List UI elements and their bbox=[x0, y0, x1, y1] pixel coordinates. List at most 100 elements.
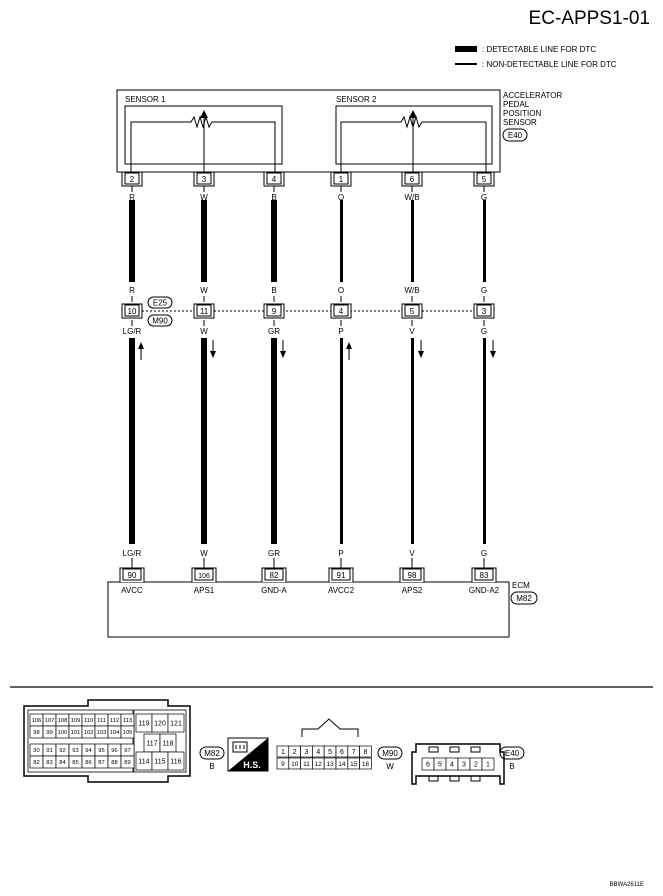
m90-pin: 1 bbox=[281, 749, 285, 756]
m82-tag-text: M82 bbox=[204, 749, 220, 758]
e40-tag bbox=[499, 746, 525, 760]
wire-color-top-2: W bbox=[200, 193, 208, 202]
m82-color: B bbox=[209, 762, 214, 771]
m82-pin: 103 bbox=[97, 730, 107, 736]
wire-colors-top: R W B O W/B G bbox=[129, 193, 487, 202]
wire-colors-mid-top: R W B O W/B G bbox=[129, 286, 487, 295]
wire-top-5 bbox=[411, 200, 414, 282]
wire-color-bottom-1: LG/R bbox=[123, 549, 142, 558]
m82-pin: 90 bbox=[33, 748, 39, 754]
wire-color-mid-top-6: G bbox=[481, 286, 487, 295]
m82-pin: 83 bbox=[46, 760, 52, 766]
joint-tag-lower-text: M90 bbox=[152, 317, 168, 326]
hs-label: H.S. bbox=[243, 760, 261, 770]
sensor-pins: 2 3 4 1 6 5 bbox=[121, 172, 495, 187]
joint-tag-lower bbox=[147, 314, 173, 327]
m82-pin: 88 bbox=[111, 760, 117, 766]
m90-pin: 15 bbox=[350, 761, 358, 768]
wire-stubs bbox=[131, 186, 485, 568]
ecm-signal-2: APS1 bbox=[194, 586, 215, 595]
m82-pin: 97 bbox=[124, 748, 130, 754]
m90-pin: 6 bbox=[340, 749, 344, 756]
wire-color-mid-top-1: R bbox=[129, 286, 135, 295]
m90-pin-cell bbox=[359, 745, 372, 758]
ecm-pin-2: 106 bbox=[198, 573, 210, 580]
ecm-box bbox=[107, 581, 510, 638]
figure-code: BBWA2611E bbox=[610, 882, 644, 888]
wire-top-6 bbox=[483, 200, 486, 282]
m82-tag bbox=[199, 746, 225, 760]
m82-pin: 89 bbox=[124, 760, 130, 766]
m82-pin: 87 bbox=[98, 760, 104, 766]
wire-color-top-6: G bbox=[481, 193, 487, 202]
joint-pin-4: 4 bbox=[339, 307, 344, 316]
wire-bottom-2 bbox=[201, 338, 207, 544]
m82-pin: 86 bbox=[85, 760, 91, 766]
joint-pin-2: 11 bbox=[200, 307, 209, 316]
legend-detectable-text: : DETECTABLE LINE FOR DTC bbox=[482, 45, 596, 54]
sensor-pin-3: 4 bbox=[272, 175, 277, 184]
wire-color-bottom-6: G bbox=[481, 549, 487, 558]
m90-pin: 2 bbox=[293, 749, 297, 756]
m82-pin: 107 bbox=[45, 718, 55, 724]
m82-pin: 111 bbox=[97, 718, 106, 724]
sensor2-resistor bbox=[340, 115, 487, 172]
wire-top-3 bbox=[271, 200, 277, 282]
wire-color-top-4: O bbox=[338, 193, 344, 202]
m82-pin: 99 bbox=[46, 730, 52, 736]
sensor2-wiper-arrow-icon bbox=[409, 110, 417, 118]
m82-pin: 120 bbox=[154, 721, 166, 728]
sensor-connector-tag-text: E40 bbox=[508, 131, 523, 140]
sensor-pin-2: 3 bbox=[202, 175, 207, 184]
wire-color-mid-top-2: W bbox=[200, 286, 208, 295]
wire-color-top-5: W/B bbox=[404, 193, 419, 202]
m82-pin: 98 bbox=[33, 730, 39, 736]
m82-pin: 82 bbox=[33, 760, 39, 766]
sensor-connector-tag bbox=[502, 128, 528, 142]
m90-pin: 13 bbox=[326, 761, 334, 768]
m82-pin: 113 bbox=[123, 718, 132, 724]
sensor2-box bbox=[335, 105, 493, 165]
joint-tag-upper-text: E25 bbox=[153, 299, 168, 308]
legend-non-detectable-text: : NON-DETECTABLE LINE FOR DTC bbox=[482, 60, 617, 69]
m90-pin: 16 bbox=[362, 761, 370, 768]
joint-pin-1: 10 bbox=[128, 307, 137, 316]
m90-pin: 4 bbox=[316, 749, 320, 756]
joint-connector: 10 11 9 4 5 3 E25 M90 bbox=[121, 296, 495, 327]
e40-pin-cell bbox=[481, 757, 495, 771]
e40-pin: 1 bbox=[486, 762, 490, 769]
arrow-up-icon bbox=[138, 342, 144, 349]
m82-pin: 92 bbox=[59, 748, 65, 754]
e40-pin: 6 bbox=[426, 762, 430, 769]
sensor-pin-5: 6 bbox=[410, 175, 415, 184]
sensor-label-line2: PEDAL bbox=[503, 100, 530, 109]
m90-pin: 7 bbox=[352, 749, 356, 756]
m90-pin: 8 bbox=[364, 749, 368, 756]
m90-tag-text: M90 bbox=[382, 749, 398, 758]
ecm-pin-3: 82 bbox=[270, 571, 279, 580]
page-title: EC-APPS1-01 bbox=[529, 8, 650, 29]
m82-pin: 117 bbox=[146, 741, 157, 748]
m82-pin-cell bbox=[167, 713, 185, 733]
ecm-signal-5: APS2 bbox=[402, 586, 423, 595]
m82-pin: 109 bbox=[71, 718, 81, 724]
m82-pin: 119 bbox=[138, 721, 149, 728]
joint-tag-upper bbox=[147, 296, 173, 309]
m82-pin: 116 bbox=[170, 759, 181, 766]
m90-pin: 11 bbox=[303, 761, 310, 768]
joint-pin-3: 9 bbox=[272, 307, 277, 316]
wire-color-mid-bottom-4: P bbox=[338, 327, 343, 336]
wire-color-top-1: R bbox=[129, 193, 135, 202]
sensor-pin-1: 2 bbox=[130, 175, 135, 184]
arrow-down-icon bbox=[490, 351, 496, 358]
sensor-label-line4: SENSOR bbox=[503, 118, 537, 127]
m82-pin: 101 bbox=[71, 730, 81, 736]
e40-pin: 4 bbox=[450, 762, 454, 769]
ecm-signal-4: AVCC2 bbox=[328, 586, 355, 595]
m82-pin: 121 bbox=[170, 721, 182, 728]
wire-bottom-6 bbox=[483, 338, 486, 544]
m82-pin: 115 bbox=[154, 759, 165, 766]
wire-color-mid-top-5: W/B bbox=[404, 286, 419, 295]
wire-color-mid-bottom-5: V bbox=[409, 327, 415, 336]
